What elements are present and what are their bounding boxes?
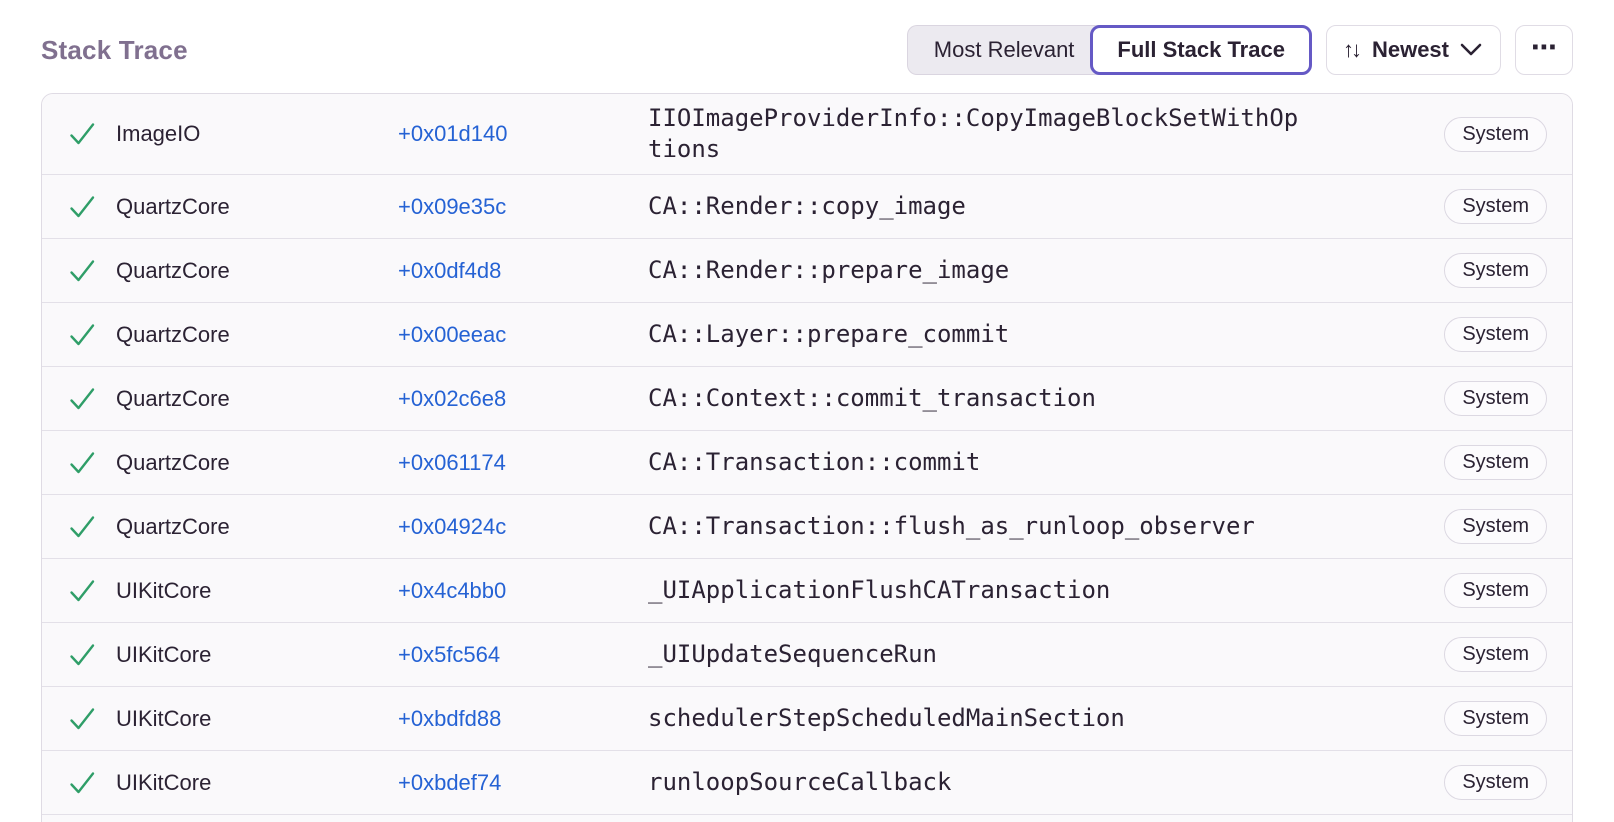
frame-tag-badge: System (1444, 189, 1547, 225)
frame-address[interactable]: +0x01d140 (398, 121, 508, 147)
ellipsis-icon: ⋯ (1531, 31, 1557, 62)
chevron-down-icon (1460, 43, 1482, 57)
stack-frame-row[interactable]: QuartzCore +0x02c6e8 CA::Context::commit… (42, 366, 1572, 431)
frame-address[interactable]: +0x04924c (398, 513, 507, 539)
stack-trace-header: Stack Trace Most Relevant Full Stack Tra… (41, 25, 1573, 75)
frame-module: UIKitCore (116, 577, 212, 603)
stack-frame-row[interactable]: UIKitCore +0x4c4bb0 _UIApplicationFlushC… (42, 558, 1572, 623)
frame-address[interactable]: +0x061174 (398, 449, 506, 475)
frame-function: runloopSourceCallback (648, 768, 952, 797)
frame-module: QuartzCore (116, 385, 230, 411)
more-options-button[interactable]: ⋯ (1515, 25, 1573, 75)
stack-frame-row[interactable]: QuartzCore +0x09e35c CA::Render::copy_im… (42, 174, 1572, 239)
checkmark-icon (69, 122, 95, 146)
checkmark-icon (69, 643, 95, 667)
frame-function: _UIApplicationFlushCATransaction (648, 576, 1111, 605)
frame-address[interactable]: +0x00eeac (398, 321, 507, 347)
header-controls: Most Relevant Full Stack Trace ↑↓ Newest… (906, 25, 1573, 75)
checkmark-icon (69, 387, 95, 411)
frame-function: CA::Render::prepare_image (648, 256, 1010, 285)
frame-function: schedulerStepScheduledMainSection (648, 704, 1125, 733)
frame-tag-badge: System (1444, 509, 1547, 545)
stack-frame-row[interactable]: QuartzCore +0x0df4d8 CA::Render::prepare… (42, 238, 1572, 303)
frame-module: ImageIO (116, 121, 201, 147)
checkmark-icon (69, 259, 95, 283)
toggle-full-stack-trace[interactable]: Full Stack Trace (1090, 25, 1312, 75)
frame-function: _UIUpdateSequenceRun (648, 640, 937, 669)
stack-frame-row[interactable]: UIKitCore +0xbdef74 runloopSourceCallbac… (42, 750, 1572, 815)
sort-label: Newest (1371, 37, 1449, 62)
frame-module: UIKitCore (116, 769, 212, 795)
frame-address[interactable]: +0x4c4bb0 (398, 577, 507, 603)
sort-dropdown[interactable]: ↑↓ Newest (1325, 25, 1501, 75)
frame-tag-badge: System (1444, 253, 1547, 289)
frame-function: CA::Layer::prepare_commit (648, 320, 1010, 349)
frame-function: CA::Render::copy_image (648, 192, 966, 221)
stack-frame-row[interactable]: UIKitCore +0xbdfd88 schedulerStepSchedul… (42, 686, 1572, 751)
checkmark-icon (69, 451, 95, 475)
frame-tag-badge: System (1444, 445, 1547, 481)
toggle-most-relevant[interactable]: Most Relevant (906, 25, 1103, 75)
frame-tag-badge: System (1444, 116, 1547, 152)
frame-module: QuartzCore (116, 449, 230, 475)
sort-arrows-icon: ↑↓ (1342, 37, 1362, 62)
frame-function: IIOImageProviderInfo::CopyImageBlockSetW… (648, 104, 1299, 164)
stack-trace-section: Stack Trace Most Relevant Full Stack Tra… (0, 25, 1614, 822)
checkmark-icon (69, 771, 95, 795)
stack-frame-row[interactable]: QuartzCore +0x04924c CA::Transaction::fl… (42, 494, 1572, 559)
frame-tag-badge: System (1444, 317, 1547, 353)
frame-module: QuartzCore (116, 321, 230, 347)
partial-row (42, 814, 1572, 822)
frame-address[interactable]: +0x09e35c (398, 193, 507, 219)
frame-function: CA::Transaction::commit (648, 448, 981, 477)
frame-function: CA::Context::commit_transaction (648, 384, 1096, 413)
page-title: Stack Trace (41, 34, 188, 65)
checkmark-icon (69, 515, 95, 539)
stack-frame-row[interactable]: UIKitCore +0x5fc564 _UIUpdateSequenceRun… (42, 622, 1572, 687)
frame-module: QuartzCore (116, 513, 230, 539)
stack-frame-row[interactable]: QuartzCore +0x00eeac CA::Layer::prepare_… (42, 302, 1572, 367)
checkmark-icon (69, 323, 95, 347)
stack-trace-table: ImageIO +0x01d140 IIOImageProviderInfo::… (41, 93, 1573, 822)
frame-function: CA::Transaction::flush_as_runloop_observ… (648, 512, 1255, 541)
frame-tag-badge: System (1444, 765, 1547, 801)
frame-module: QuartzCore (116, 193, 230, 219)
frame-tag-badge: System (1444, 701, 1547, 737)
checkmark-icon (69, 579, 95, 603)
frame-module: UIKitCore (116, 641, 212, 667)
frame-address[interactable]: +0x5fc564 (398, 641, 501, 667)
frame-address[interactable]: +0xbdfd88 (398, 705, 502, 731)
view-toggle: Most Relevant Full Stack Trace (906, 25, 1312, 75)
frame-address[interactable]: +0x0df4d8 (398, 257, 502, 283)
checkmark-icon (69, 195, 95, 219)
frame-tag-badge: System (1444, 637, 1547, 673)
frame-tag-badge: System (1444, 381, 1547, 417)
frame-tag-badge: System (1444, 573, 1547, 609)
checkmark-icon (69, 707, 95, 731)
stack-frame-row[interactable]: ImageIO +0x01d140 IIOImageProviderInfo::… (42, 94, 1572, 175)
frame-module: UIKitCore (116, 705, 212, 731)
frame-address[interactable]: +0x02c6e8 (398, 385, 507, 411)
stack-frame-row[interactable]: QuartzCore +0x061174 CA::Transaction::co… (42, 430, 1572, 495)
frame-module: QuartzCore (116, 257, 230, 283)
frame-address[interactable]: +0xbdef74 (398, 769, 502, 795)
